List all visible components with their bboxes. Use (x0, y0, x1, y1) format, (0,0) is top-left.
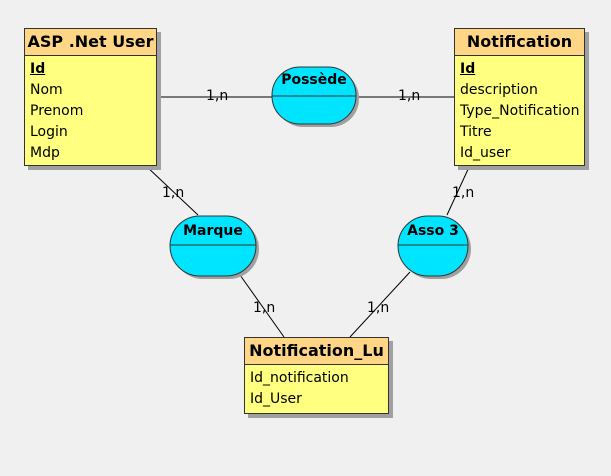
entity-notification-title: Notification (455, 29, 584, 56)
link-user-marque (144, 164, 199, 216)
field-notificationlu-id-user: Id_User (250, 391, 302, 407)
link-asso3-notificationlu (349, 271, 411, 338)
entity-notification: Notification Id description Type_Notific… (454, 28, 585, 166)
association-asso3 (397, 215, 471, 279)
association-marque (169, 215, 259, 279)
entity-asp-net-user: ASP .Net User Id Nom Prenom Login Mdp (24, 28, 157, 166)
cardinality-possede-right: 1,n (398, 88, 421, 104)
field-notification-titre: Titre (460, 124, 492, 140)
entity-notification-lu: Notification_Lu Id_notification Id_User (244, 337, 389, 414)
field-notification-id-user: Id_user (460, 145, 511, 161)
cardinality-possede-left: 1,n (206, 88, 229, 104)
cardinality-asso3-bottom: 1,n (367, 300, 390, 316)
association-asso3-label: Asso 3 (407, 223, 459, 239)
entity-asp-net-user-title: ASP .Net User (25, 29, 156, 56)
field-user-mdp: Mdp (30, 145, 60, 161)
entity-notification-lu-title: Notification_Lu (245, 338, 388, 365)
association-possede (271, 66, 359, 127)
field-notification-type: Type_Notification (460, 103, 580, 119)
field-notification-description: description (460, 82, 538, 98)
link-marque-notificationlu (239, 274, 285, 338)
link-notification-asso3 (446, 164, 471, 216)
field-user-login: Login (30, 124, 68, 140)
cardinality-marque-top: 1,n (162, 185, 185, 201)
field-user-id: Id (30, 61, 46, 77)
cardinality-marque-bottom: 1,n (253, 300, 276, 316)
field-notificationlu-id-notification: Id_notification (250, 370, 349, 386)
association-marque-label: Marque (183, 223, 243, 239)
field-user-prenom: Prenom (30, 103, 84, 119)
association-possede-label: Possède (281, 72, 347, 88)
field-user-nom: Nom (30, 82, 63, 98)
field-notification-id: Id (460, 61, 476, 77)
cardinality-asso3-top: 1,n (452, 185, 475, 201)
